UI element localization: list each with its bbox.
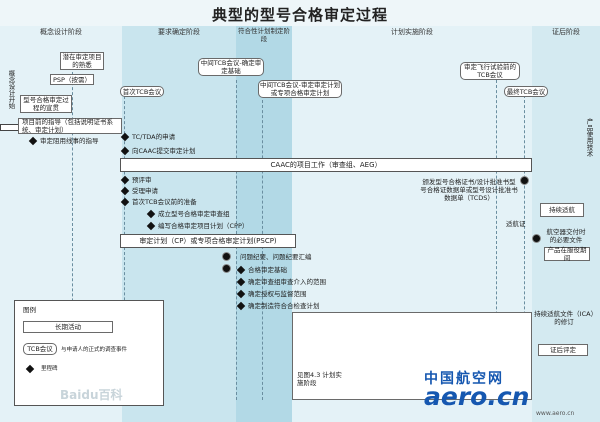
node-briefing: 型号合格审定过程的宣贯 — [20, 95, 72, 113]
phase-label-implementation: 计划实施阶段 — [391, 28, 433, 36]
legend-bar: 长期活动 — [23, 321, 113, 333]
timeline-line — [262, 100, 263, 400]
watermark-url: www.aero.cn — [536, 410, 575, 417]
step-write-cpp: 编写合格审定项目计划（CPP） — [158, 222, 249, 230]
timeline-line — [72, 62, 73, 402]
implementation-detail-box: 见图4.3 计划实施阶段 — [292, 312, 532, 400]
phase-label-compliance: 符合性计划制定阶段 — [238, 27, 290, 43]
node-final-tcb: 最终TCB会议 — [504, 86, 548, 97]
step-conformity: 确定制造符合合检查计划 — [248, 302, 320, 310]
step-issue-papers: 问题纪要、问题纪要汇编 — [240, 253, 312, 261]
watermark-aero-cn: 中国航空网 — [424, 371, 504, 387]
step-pre-project-guidance: 项目前的指导（包括说明证书系统、审定计划） — [18, 118, 122, 134]
node-flight-test-tcb: 审定飞行试验前的TCB会议 — [460, 62, 520, 80]
step-scope: 确定审查组审查介入的范围 — [248, 278, 326, 286]
node-post-cert-evaluation: 证后评定 — [538, 344, 588, 356]
step-submit-plan: 向CAAC提交审定计划 — [132, 147, 196, 155]
node-interim-tcb-basis: 中间TCB会议-确定审定基础 — [198, 58, 264, 76]
step-form-team: 成立型号合格审定审查组 — [158, 210, 230, 218]
legend-diamond-icon — [25, 364, 35, 374]
node-familiarization: 潜在审定项目的熟悉 — [60, 52, 104, 70]
step-cert-basis: 合格审定基础 — [248, 266, 287, 274]
tcb-meeting-marker — [532, 234, 541, 243]
legend-milestone: 里程碑 — [41, 366, 58, 372]
legend-tcb-desc: 与申请人的正式的调查事件 — [61, 347, 128, 353]
step-pre-review: 预评审 — [132, 176, 152, 184]
watermark-aero-en: aero.cn — [424, 382, 530, 411]
step-guidance: 审定阻用线事的指导 — [40, 137, 99, 145]
step-prepare-tcb: 首次TCB会议前的准备 — [132, 198, 197, 206]
node-ica-revision: 持续适航文件（ICA）的修订 — [534, 310, 594, 326]
node-in-service: 产品在服役期间 — [544, 246, 590, 262]
timeline-line — [524, 95, 525, 395]
step-see-figure: 见图4.3 计划实施阶段 — [297, 371, 342, 387]
tcb-meeting-marker — [520, 176, 529, 185]
step-accept-application: 受理申请 — [132, 187, 158, 195]
watermark-baidu: Baidu百科 — [60, 388, 123, 402]
phase-label-requirements: 要求确定阶段 — [158, 28, 200, 36]
node-psp: PSP（按需） — [50, 74, 94, 85]
legend-title: 图例 — [23, 306, 36, 314]
tcb-meeting-marker — [222, 252, 231, 261]
timeline-line — [496, 80, 497, 400]
step-airworthiness-cert: 适航证 — [506, 220, 526, 228]
side-label-right: 产品使用技术 — [585, 118, 593, 157]
legend: 图例 长期活动 TCB会议 与申请人的正式的调查事件 里程碑 — [14, 300, 164, 406]
node-delivery-docs: 航空器交付时的必要文件 — [546, 228, 586, 244]
legend-tcb: TCB会议 — [23, 343, 57, 355]
node-continued-airworthiness: 持续适航 — [540, 203, 584, 217]
tcb-meeting-marker — [222, 264, 231, 273]
arrow-into-project — [0, 124, 19, 131]
bar-caac-project-work: CAAC的项目工作（审查组、AEG） — [120, 158, 532, 172]
side-label-left: 概念设计开始 — [7, 70, 15, 109]
step-issue-tc: 颁发型号合格证书/设计批准书型号合格证数据单或型号设计批准书数据单（TCDS） — [420, 178, 518, 202]
step-delegation: 确定授权与监督范围 — [248, 290, 307, 298]
node-first-tcb: 首次TCB会议 — [120, 86, 164, 97]
node-interim-tcb-plan: 中间TCB会议-审定审定计划或专项合格审定计划 — [258, 80, 342, 98]
phase-label-concept: 概念设计阶段 — [40, 28, 82, 36]
bar-certification-plan: 审定计划（CP）或专项合格审定计划(PSCP) — [120, 234, 296, 248]
step-tc-application: TC/TDA的申请 — [132, 133, 176, 141]
phase-label-post-cert: 证后阶段 — [552, 28, 580, 36]
page-title: 典型的型号合格审定过程 — [211, 6, 388, 24]
